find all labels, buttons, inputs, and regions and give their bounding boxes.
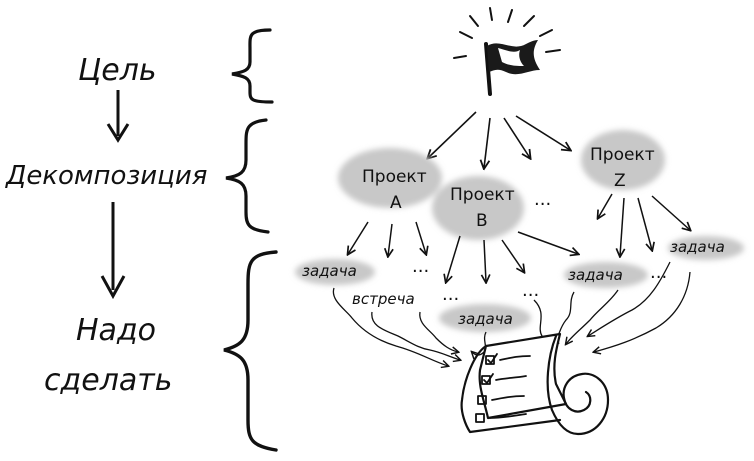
brace-goal: [231, 28, 274, 104]
tasks-ellipsis-b: ...: [442, 284, 459, 305]
tasks-ellipsis-c: ...: [522, 280, 539, 301]
project-z-label-line2: Z: [614, 171, 626, 191]
project-b-label-line1: Проект: [450, 185, 515, 205]
project-a-label-line2: A: [390, 193, 402, 213]
project-b-label-line2: B: [476, 211, 488, 231]
down-arrow-2: [100, 202, 126, 300]
project-a-label-line1: Проект: [362, 167, 427, 187]
down-arrow-1: [106, 90, 130, 143]
task-label-1: задача: [302, 262, 357, 280]
projects-ellipsis: ...: [534, 189, 551, 210]
meeting-label: встреча: [352, 290, 415, 308]
tasks-ellipsis-a: ...: [412, 256, 429, 277]
tasks-ellipsis-d: ...: [650, 262, 667, 283]
level-todo-label-line1: Надо: [76, 313, 156, 348]
level-goal-label: Цель: [78, 53, 157, 88]
goal-to-project-arrows: [428, 111, 570, 168]
task-label-4: задача: [670, 238, 725, 256]
checklist-scroll-icon: [460, 332, 610, 436]
task-label-2: задача: [458, 310, 513, 328]
project-to-task-arrows: [348, 193, 690, 282]
level-todo-label-line2: сделать: [44, 363, 172, 398]
project-z-label-line1: Проект: [590, 145, 655, 165]
flag-icon: [453, 7, 561, 96]
level-decomposition-label: Декомпозиция: [5, 161, 207, 191]
brace-decomposition: [225, 118, 270, 234]
brace-todo: [223, 250, 278, 452]
task-label-3: задача: [568, 266, 623, 284]
project-clouds: [295, 130, 744, 332]
